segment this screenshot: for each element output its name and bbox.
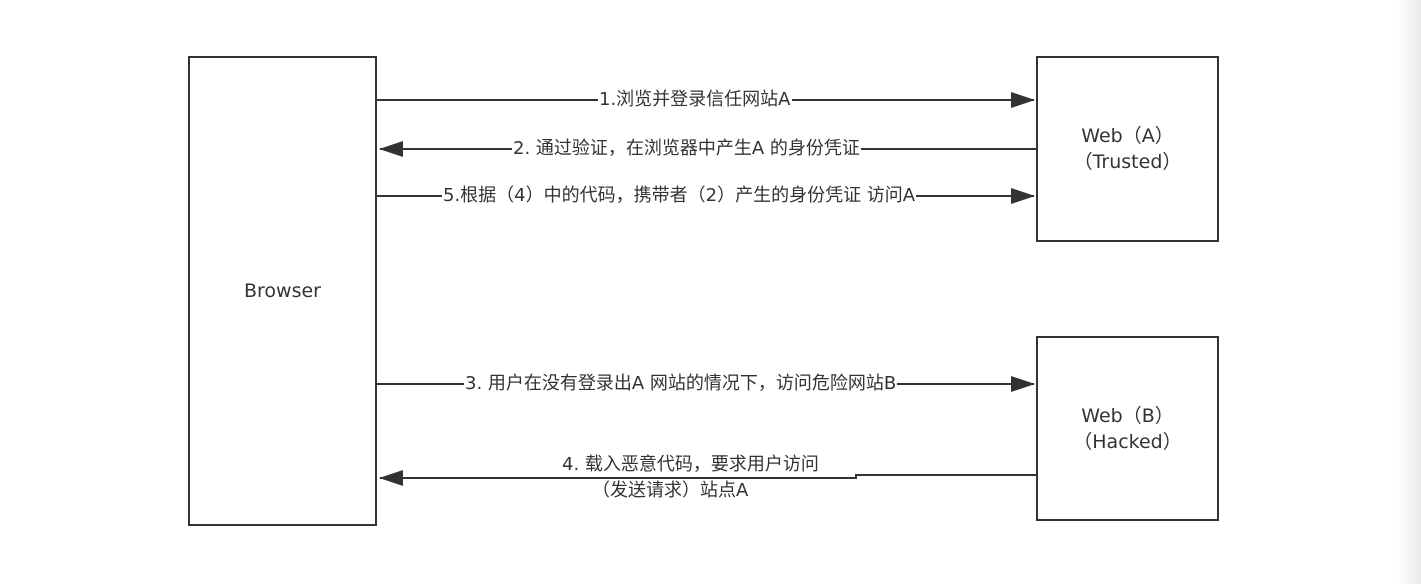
web-a-node: Web（A） （Trusted） — [1036, 56, 1219, 242]
edge-step1-label: 1.浏览并登录信任网站A — [598, 88, 792, 112]
edge-step4-label-line1: 4. 载入恶意代码，要求用户访问 — [561, 453, 820, 477]
edge-step4-label-line2: （发送请求）站点A — [591, 479, 750, 503]
right-edge-shade — [1398, 0, 1421, 584]
web-a-node-title: Web（A） — [1081, 125, 1174, 147]
edge-step2-label: 2. 通过验证，在浏览器中产生A 的身份凭证 — [512, 137, 861, 161]
edge-step5-label: 5.根据（4）中的代码，携带者（2）产生的身份凭证 访问A — [442, 184, 917, 208]
web-b-node-subtitle: （Hacked） — [1073, 430, 1182, 453]
browser-node-label: Browser — [244, 280, 321, 302]
edge-step4-line — [379, 470, 1036, 486]
web-b-node: Web（B） （Hacked） — [1036, 336, 1219, 521]
edge-step3-label: 3. 用户在没有登录出A 网站的情况下，访问危险网站B — [464, 372, 898, 396]
web-b-node-title: Web（B） — [1081, 404, 1174, 427]
web-a-node-subtitle: （Trusted） — [1073, 151, 1182, 173]
browser-node: Browser — [188, 56, 377, 526]
